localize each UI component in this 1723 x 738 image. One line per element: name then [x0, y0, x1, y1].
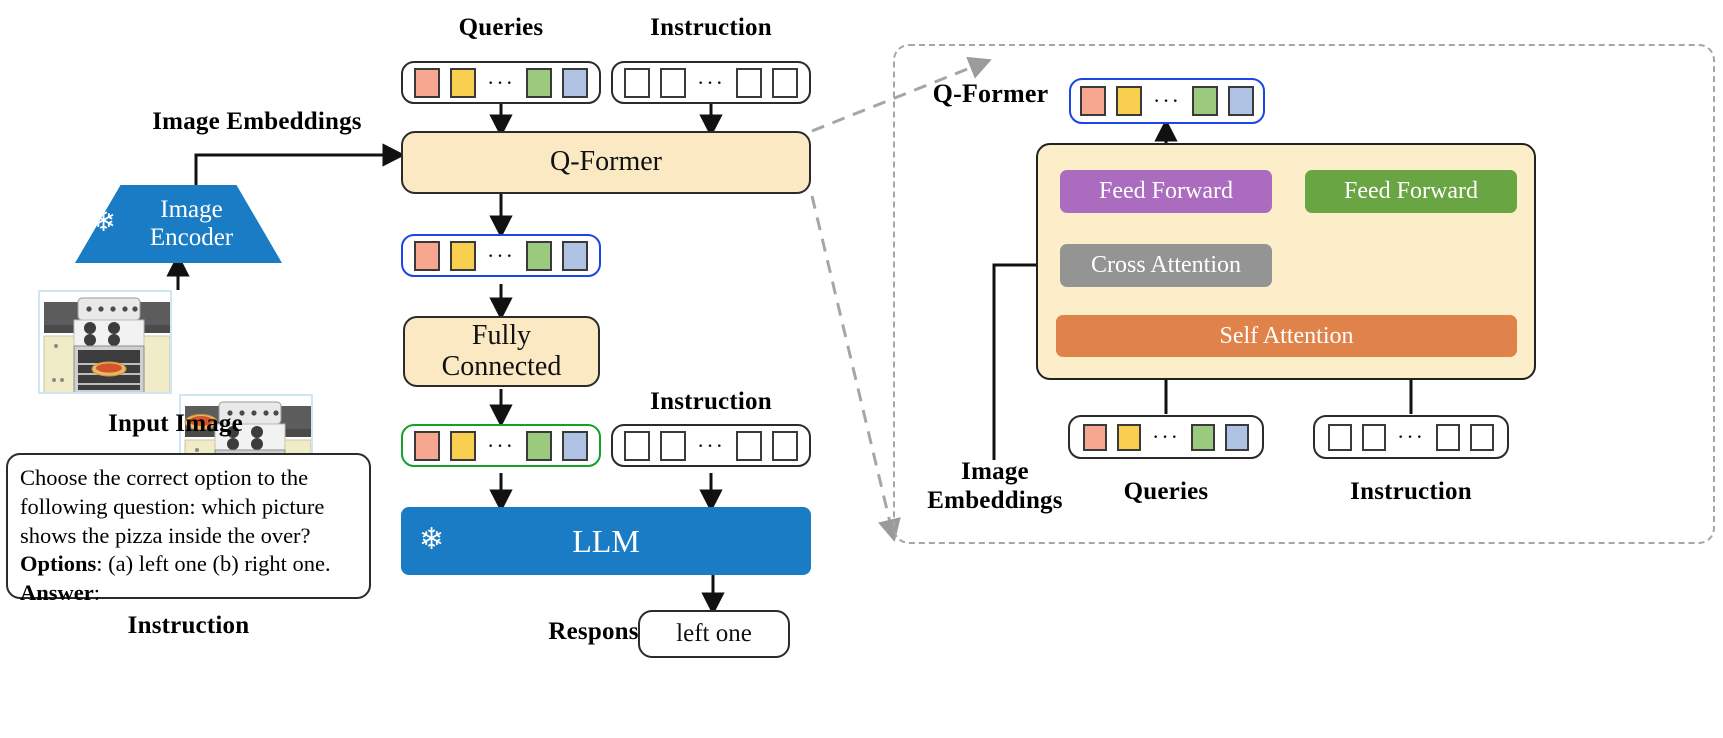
llm-block[interactable]: ❄ LLM [401, 507, 811, 575]
instruction-token-2 [660, 67, 686, 98]
prompt-options-line: Options: (a) left one (b) right one. [20, 550, 357, 579]
output-token-blue [561, 240, 588, 271]
prompt-line-3: shows the pizza inside the over? [20, 522, 311, 548]
prompt-line-2: following question: which picture [20, 493, 325, 519]
qformer-detail-panel [893, 44, 1715, 544]
self-attention-block[interactable]: Self Attention [1056, 315, 1517, 357]
detail-queries-label: Queries [1123, 478, 1209, 505]
detail-query-token-green [1190, 423, 1215, 451]
projected-token-green [525, 430, 552, 461]
ellipsis-icon: ··· [1152, 424, 1180, 450]
detail-instruction-token-1 [1328, 423, 1352, 451]
instruction-token-strip-center-bottom[interactable]: ··· [611, 424, 811, 467]
queries-token-strip-center[interactable]: ··· [401, 61, 601, 104]
query-token-green [525, 67, 552, 98]
queries-label-center: Queries [458, 14, 544, 41]
projected-token-salmon [414, 430, 440, 461]
detail-instruction-token-4 [1469, 423, 1494, 451]
instruction-token-2 [660, 430, 686, 461]
detail-output-token-strip[interactable]: ··· [1069, 78, 1265, 124]
ellipsis-icon: ··· [487, 69, 515, 95]
output-token-salmon [414, 240, 440, 271]
instruction-label-center-top: Instruction [650, 14, 772, 41]
detail-query-token-blue [1224, 423, 1249, 451]
ellipsis-icon: ··· [697, 432, 725, 458]
instruction-token-4 [771, 67, 798, 98]
detail-query-token-yellow [1117, 423, 1141, 451]
image-embeddings-label: Image Embeddings [152, 108, 362, 135]
detail-query-token-salmon [1083, 423, 1107, 451]
cross-attention-label: Cross Attention [1090, 252, 1241, 278]
instruction-token-3 [735, 430, 762, 461]
prompt-answer-value: : [93, 580, 101, 606]
output-token-green [525, 240, 552, 271]
feed-forward-right-block[interactable]: Feed Forward [1305, 170, 1517, 213]
projected-token-blue [561, 430, 588, 461]
response-box[interactable]: left one [638, 610, 790, 658]
query-token-blue [561, 67, 588, 98]
detail-queries-token-strip[interactable]: ··· [1068, 415, 1264, 459]
ellipsis-icon: ··· [487, 242, 515, 268]
qformer-detail-title: Q-Former [932, 79, 1049, 108]
qformer-output-token-strip[interactable]: ··· [401, 234, 601, 277]
ellipsis-icon: ··· [1397, 424, 1425, 450]
projected-token-yellow [450, 430, 476, 461]
instruction-label-left: Instruction [127, 612, 250, 639]
prompt-options-value: : (a) left one (b) right one. [96, 551, 331, 577]
prompt-answer-key: Answer [20, 580, 94, 606]
feed-forward-left-block[interactable]: Feed Forward [1060, 170, 1272, 213]
self-attention-label: Self Attention [1219, 322, 1354, 349]
prompt-answer-line: Answer: [20, 579, 357, 608]
input-image-label: Input Image [108, 410, 243, 437]
instruction-token-4 [771, 430, 798, 461]
qformer-block[interactable]: Q-Former [401, 131, 811, 194]
detail-instruction-token-strip[interactable]: ··· [1313, 415, 1509, 459]
instruction-token-1 [624, 430, 650, 461]
feed-forward-right-label: Feed Forward [1344, 178, 1478, 204]
detail-output-token-blue [1227, 86, 1254, 116]
ellipsis-icon: ··· [697, 69, 725, 95]
detail-output-token-green [1191, 86, 1218, 116]
cross-attention-block[interactable]: Cross Attention [1060, 244, 1272, 287]
prompt-options-key: Options [20, 551, 97, 577]
query-token-salmon [414, 67, 440, 98]
ellipsis-icon: ··· [487, 432, 515, 458]
instruction-token-3 [735, 67, 762, 98]
prompt-line-1: Choose the correct option to the [20, 465, 309, 490]
detail-instruction-label: Instruction [1350, 478, 1472, 505]
llm-label: LLM [572, 522, 640, 559]
ellipsis-icon: ··· [1153, 88, 1181, 114]
response-label: Response [548, 618, 650, 645]
input-thumbnail-left[interactable] [38, 290, 172, 394]
projected-token-strip[interactable]: ··· [401, 424, 601, 467]
detail-instruction-token-3 [1435, 423, 1460, 451]
snowflake-icon: ❄ [419, 523, 445, 556]
response-value: left one [676, 620, 752, 648]
feed-forward-left-label: Feed Forward [1099, 178, 1233, 204]
detail-instruction-token-2 [1362, 423, 1386, 451]
instruction-token-strip-center-top[interactable]: ··· [611, 61, 811, 104]
detail-output-token-yellow [1116, 86, 1142, 116]
output-token-yellow [450, 240, 476, 271]
instruction-prompt-card[interactable]: Choose the correct option to the followi… [6, 453, 371, 605]
query-token-yellow [450, 67, 476, 98]
instruction-label-center-bottom: Instruction [650, 388, 772, 415]
instruction-token-1 [624, 67, 650, 98]
detail-output-token-salmon [1080, 86, 1106, 116]
